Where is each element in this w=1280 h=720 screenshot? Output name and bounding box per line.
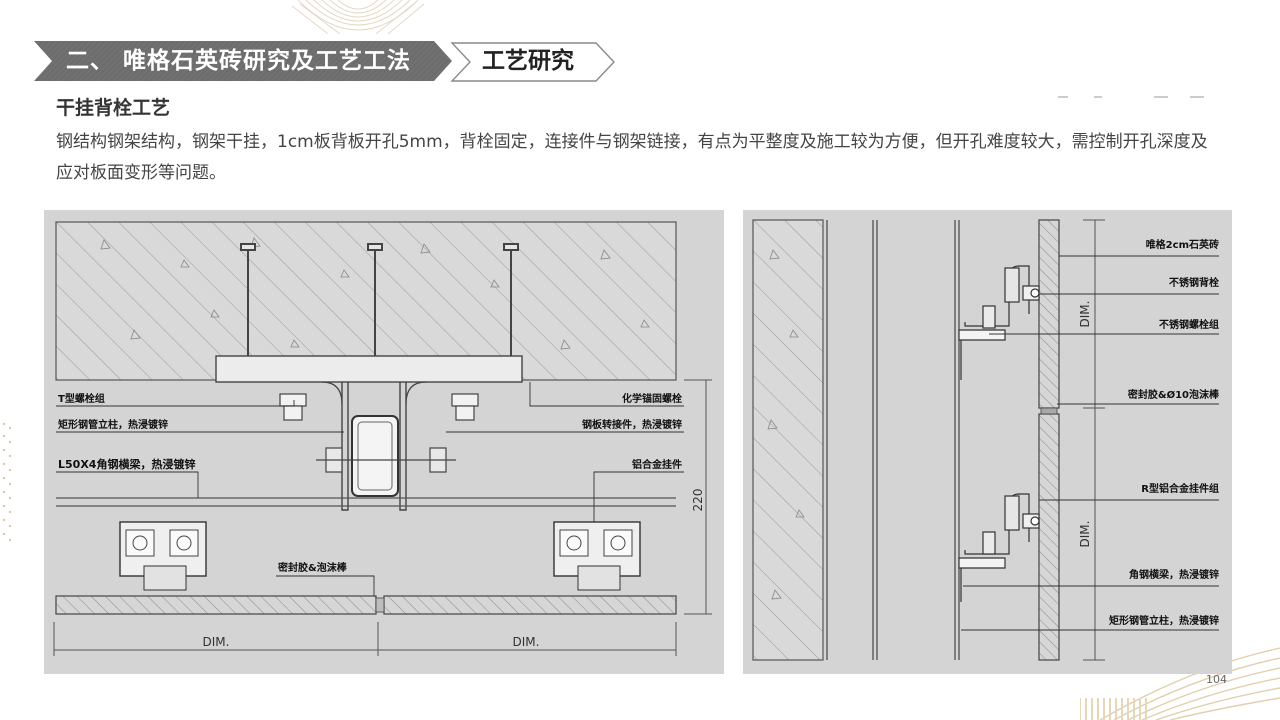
through-bolt xyxy=(316,447,456,473)
tab-outline xyxy=(450,42,615,82)
sealant-joint xyxy=(375,597,385,613)
dimension-lines xyxy=(53,379,712,656)
stone-panel-right xyxy=(383,595,677,615)
connector-left xyxy=(341,382,349,511)
anchor-bolts xyxy=(240,243,519,356)
label-sealant-section: 密封胶&Ø10泡沫棒 xyxy=(1128,388,1220,401)
leader-lines-section xyxy=(961,255,1219,631)
label-rect-tube-section: 矩形钢管立柱，热浸镀锌 xyxy=(1109,614,1219,627)
label-angle-beam-section: 角钢横梁，热浸镀锌 xyxy=(1129,568,1219,581)
tab-process-research: 工艺研究 xyxy=(482,48,574,74)
title-banner xyxy=(34,41,452,81)
leader-lines xyxy=(56,382,684,596)
label-tile: 唯格2cm石英砖 xyxy=(1146,238,1219,251)
label-alu-hanger: 铝合金挂件 xyxy=(632,458,682,471)
decorative-marks xyxy=(1058,96,1204,98)
rect-tube-column xyxy=(351,415,399,497)
decorative-pattern-bottom xyxy=(1080,647,1280,720)
label-bolt-group: 不锈钢螺栓组 xyxy=(1159,318,1219,331)
hanger-right xyxy=(553,521,641,591)
decorative-pattern-top xyxy=(291,0,425,34)
label-chem-anchor: 化学锚固螺栓 xyxy=(622,392,682,405)
label-r-hanger: R型铝合金挂件组 xyxy=(1141,482,1219,495)
decorative-dots-left xyxy=(2,422,12,542)
hanger-upper xyxy=(958,265,1040,380)
hanger-left xyxy=(119,521,207,591)
structure-lines xyxy=(826,220,960,660)
label-angle-beam: L50X4角钢横梁，热浸镀锌 xyxy=(58,457,195,471)
connector-right xyxy=(399,382,407,511)
label-sealant: 密封胶&泡沫棒 xyxy=(278,561,348,574)
page-number: 104 xyxy=(1206,673,1227,686)
label-steel-connector: 钢板转接件，热浸镀锌 xyxy=(582,418,682,431)
stone-panel-left xyxy=(55,595,377,615)
dimension-lines-section xyxy=(1083,219,1105,661)
anchor-nuts xyxy=(279,393,479,421)
dimension-right: DIM. xyxy=(513,635,540,649)
dimension-220: 220 xyxy=(691,489,705,512)
base-plate xyxy=(215,355,523,383)
label-back-bolt: 不锈钢背栓 xyxy=(1169,276,1219,289)
dimension-left: DIM. xyxy=(203,635,230,649)
hanger-lower xyxy=(958,493,1040,602)
dimension-bottom: DIM. xyxy=(1078,521,1092,548)
stone-tile-upper xyxy=(1038,219,1060,409)
concrete-wall xyxy=(55,221,677,381)
aggregate-marks xyxy=(100,237,650,350)
section-description: 钢结构钢架结构，钢架干挂，1cm板背板开孔5mm，背栓固定，连接件与钢架链接，有… xyxy=(56,132,1208,183)
sealant-joint-section xyxy=(1040,407,1058,415)
concrete-wall-section xyxy=(752,219,824,661)
dimension-top: DIM. xyxy=(1078,301,1092,328)
section-heading: 干挂背栓工艺 xyxy=(56,97,171,119)
vertical-section-drawing: 唯格2cm石英砖 不锈钢背栓 不锈钢螺栓组 密封胶&Ø10泡沫棒 R型铝合金挂件… xyxy=(743,210,1232,674)
plan-section-drawing: T型螺栓组 矩形钢管立柱，热浸镀锌 L50X4角钢横梁，热浸镀锌 化学锚固螺栓 … xyxy=(44,210,724,674)
banner-title: 二、 唯格石英砖研究及工艺工法 xyxy=(66,48,412,74)
label-t-bolt: T型螺栓组 xyxy=(58,392,105,405)
angle-beam-lines xyxy=(56,497,676,507)
stone-tile-lower xyxy=(1038,413,1060,661)
label-rect-tube: 矩形钢管立柱，热浸镀锌 xyxy=(58,418,168,431)
